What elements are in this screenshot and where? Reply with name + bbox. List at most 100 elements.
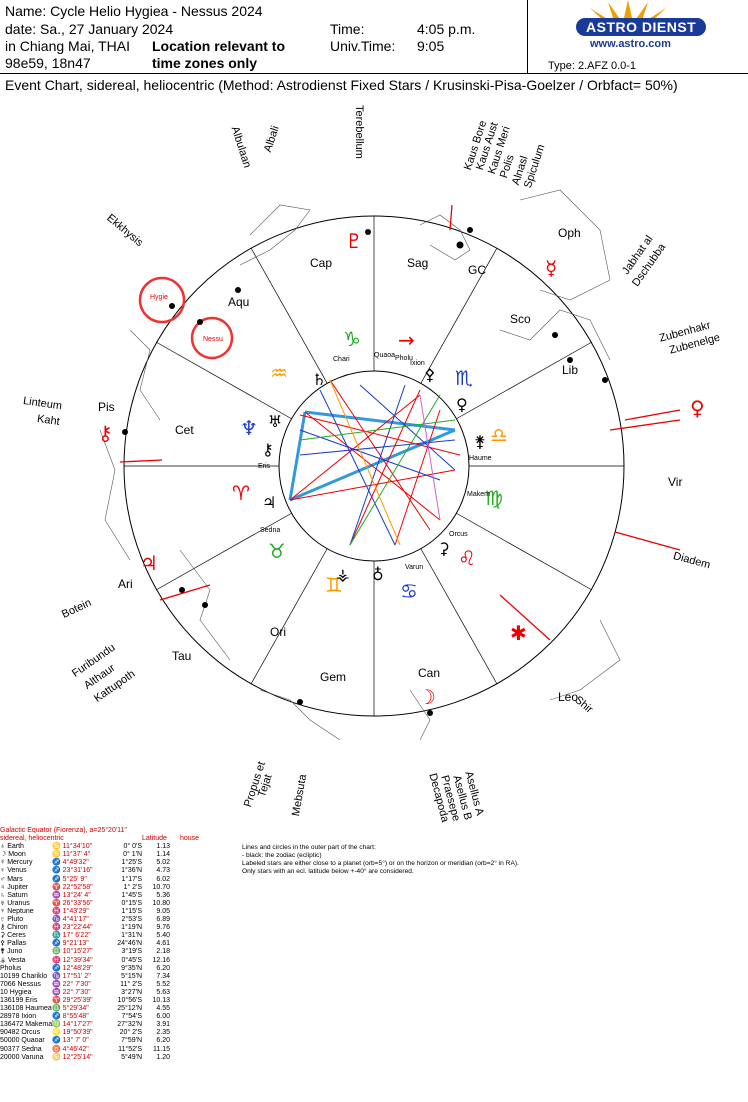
pallas-glyph-icon: ⚴ — [424, 365, 436, 384]
ceres-glyph-icon: ⚳ — [438, 539, 450, 558]
taurus-glyph-icon: ♉ — [268, 539, 286, 563]
body-name: ♅ Uranus — [0, 899, 30, 907]
aquarius-glyph-icon: ♒ — [270, 361, 288, 385]
body-position: ♒ 22° 7'30" — [52, 988, 91, 996]
body-name: ⚷ Chiron — [0, 924, 28, 932]
body-house: 10.13 — [152, 996, 170, 1004]
vesta-glyph-icon: ⚶ — [336, 565, 350, 584]
body-latitude: 2°53'S — [121, 916, 142, 924]
body-latitude: 0°15'S — [121, 899, 142, 907]
body-name: 90482 Orcus — [0, 1029, 41, 1037]
univ-time-value: 9:05 — [417, 38, 445, 54]
body-name: ♆ Neptune — [0, 907, 34, 915]
body-house: 6.02 — [156, 875, 170, 883]
body-position: ♎ 10°15'27" — [52, 948, 93, 956]
cancer-glyph-icon: ♋ — [400, 579, 418, 603]
label-hygie: Hygie — [150, 294, 168, 301]
body-latitude: 7°54'S — [121, 1013, 142, 1021]
body-latitude: 1°45'S — [121, 891, 142, 899]
body-latitude: 9°35'N — [121, 964, 142, 972]
body-position: ♐ 5°25' 9" — [52, 875, 87, 883]
body-house: 5.36 — [156, 891, 170, 899]
body-latitude: 3°19'S — [121, 948, 142, 956]
body-house: 7.34 — [156, 972, 170, 980]
sign-cet: Cet — [175, 423, 194, 437]
body-name: ♃ Jupiter — [0, 883, 29, 891]
body-position: ♉ 4°46'42" — [52, 1045, 89, 1053]
body-position: ♓ 1°43'29" — [52, 907, 89, 915]
body-name: 90377 Sedna — [0, 1045, 42, 1053]
body-name: 136199 Eris — [0, 996, 38, 1004]
label-haume: Haume — [469, 455, 492, 462]
body-name: ♂ Mars — [0, 875, 23, 883]
body-name: ⚳ Ceres — [0, 932, 26, 940]
body-name: 136108 Haumea — [0, 1005, 52, 1013]
chart-place: in Chiang Mai, THAI — [5, 38, 131, 54]
body-position: ♏ 17° 6'22" — [52, 932, 91, 940]
label-varun: Varun — [405, 564, 424, 571]
body-house: 6.20 — [156, 1037, 170, 1045]
sign-gc: GC — [468, 263, 486, 277]
body-name: ☽ Moon — [0, 851, 26, 859]
sign-vir: Vir — [668, 475, 683, 489]
star-terebellum: Terebellum — [353, 105, 365, 159]
body-position: ♈ 22°52'58" — [52, 883, 93, 891]
sign-pis: Pis — [98, 400, 115, 414]
body-house: 6.89 — [156, 916, 170, 924]
body-house: 9.05 — [156, 907, 170, 915]
venus-glyph-icon: ♀ — [690, 396, 705, 420]
jupiter-inner-icon: ♃ — [262, 493, 276, 512]
chart-type: Type: 2.AFZ 0.0-1 — [548, 60, 637, 72]
body-house: 2.18 — [156, 948, 170, 956]
body-position: ♐ 4°49'32" — [52, 859, 89, 867]
body-name: 7066 Nessus — [0, 980, 41, 988]
label-sedna: Sedna — [260, 527, 281, 534]
table-title: Galactic Equator (Fiorenza), a=25°20'11" — [0, 827, 127, 834]
astrodienst-logo: ASTRO DIENST www.astro.com — [528, 0, 748, 60]
body-house: 6.00 — [156, 1013, 170, 1021]
label-nessu: Nessu — [203, 336, 223, 343]
body-house: 5.02 — [156, 859, 170, 867]
label-makem: Makem — [467, 491, 490, 498]
body-house: 1.14 — [156, 851, 170, 859]
label-orcus: Orcus — [449, 531, 468, 538]
body-latitude: 0° 1'N — [123, 851, 142, 859]
label-quaoa: Quaoa — [374, 352, 396, 359]
body-house: 1.20 — [156, 1053, 170, 1061]
leo-glyph-icon: ♌ — [458, 546, 476, 570]
mars-arrow-icon: → — [398, 328, 415, 352]
body-position: ♋ 12°25'14" — [52, 1053, 93, 1061]
chart-name: Name: Cycle Helio Hygiea - Nessus 2024 — [5, 3, 263, 19]
virgo-glyph-icon: ♍ — [485, 486, 503, 510]
body-latitude: 0°45'S — [121, 956, 142, 964]
body-position: ♐ 9°21'13" — [52, 940, 89, 948]
nessus-highlight — [190, 316, 234, 360]
body-house: 10.80 — [152, 899, 170, 907]
body-name: 20000 Varuna — [0, 1053, 44, 1061]
neptune-glyph-icon: ♆ — [240, 416, 258, 440]
constellation-lines — [99, 189, 621, 741]
body-name: ⚵ Juno — [0, 948, 23, 956]
body-name: 10199 Chariklo — [0, 972, 48, 980]
body-latitude: 11° 2'S — [120, 980, 142, 988]
body-latitude: 1° 2'S — [123, 883, 142, 891]
body-latitude: 25°12'N — [117, 1005, 142, 1013]
body-position: ♑ 4°41'17" — [52, 916, 89, 924]
body-house: 5.52 — [156, 980, 170, 988]
aspect-lines — [288, 379, 461, 546]
body-latitude: 0° 0'S — [123, 843, 142, 851]
